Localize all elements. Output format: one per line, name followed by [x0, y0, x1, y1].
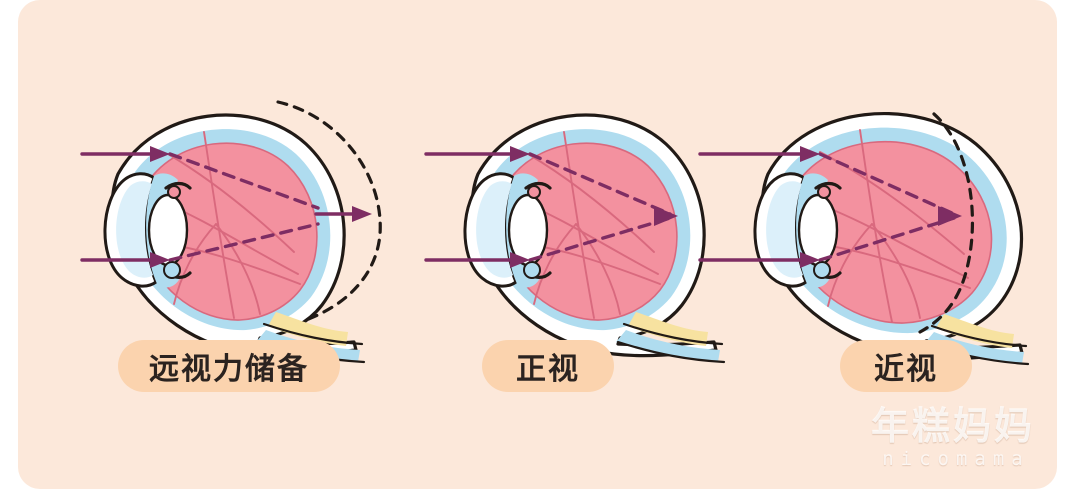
label-pill-myopia: 近视	[840, 340, 972, 392]
eye-diagram-hyperopia	[80, 100, 382, 364]
watermark: 年糕妈妈 nicomama	[870, 403, 1035, 473]
watermark-chinese: 年糕妈妈	[870, 403, 1035, 448]
label-pill-hyperopia: 远视力储备	[118, 340, 340, 392]
light-rays-emmetropia	[424, 146, 678, 268]
hyperopia-dashed-extension	[190, 100, 382, 334]
label-text-emmetropia: 正视	[516, 352, 580, 387]
eye-diagram-emmetropia	[424, 113, 726, 364]
label-text-myopia: 近视	[874, 352, 938, 387]
watermark-english: nicomama	[882, 448, 1030, 471]
myopia-dashed-retina-arc	[918, 112, 975, 334]
label-pill-emmetropia: 正视	[482, 340, 614, 392]
light-rays-hyperopia	[80, 146, 372, 268]
illustration-panel: .sclera { fill:#FFFFFF; stroke:#211A16; …	[18, 0, 1057, 489]
label-text-hyperopia: 远视力储备	[149, 352, 309, 387]
light-rays-myopia	[698, 146, 962, 268]
eye-diagram-myopia	[698, 111, 1030, 366]
